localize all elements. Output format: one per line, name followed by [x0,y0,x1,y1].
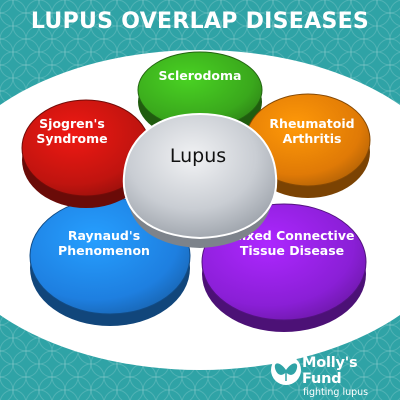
petal-label: Phenomenon [58,243,150,258]
petal-label: Mixed Connective [230,228,355,243]
petal-label: Tissue Disease [240,243,344,258]
petal-label: Syndrome [36,131,107,146]
logo-tagline: fighting lupus [303,387,369,398]
butterfly-icon [274,363,298,381]
center-piece [122,112,278,240]
center-piece-group: Lupus [122,112,278,248]
petal-label: Arthritis [283,131,342,146]
logo [271,355,301,385]
petal-label: Sclerodoma [159,68,242,83]
logo-name: Molly's Fund [302,355,358,387]
center-label: Lupus [170,145,226,167]
petal-label: Raynaud's [68,228,140,243]
petal-label: Rheumatoid [269,116,354,131]
petal-label: Sjogren's [39,116,105,131]
logo-text: Molly's Fund fighting lupus [302,355,398,399]
title: LUPUS OVERLAP DISEASES [31,9,369,34]
